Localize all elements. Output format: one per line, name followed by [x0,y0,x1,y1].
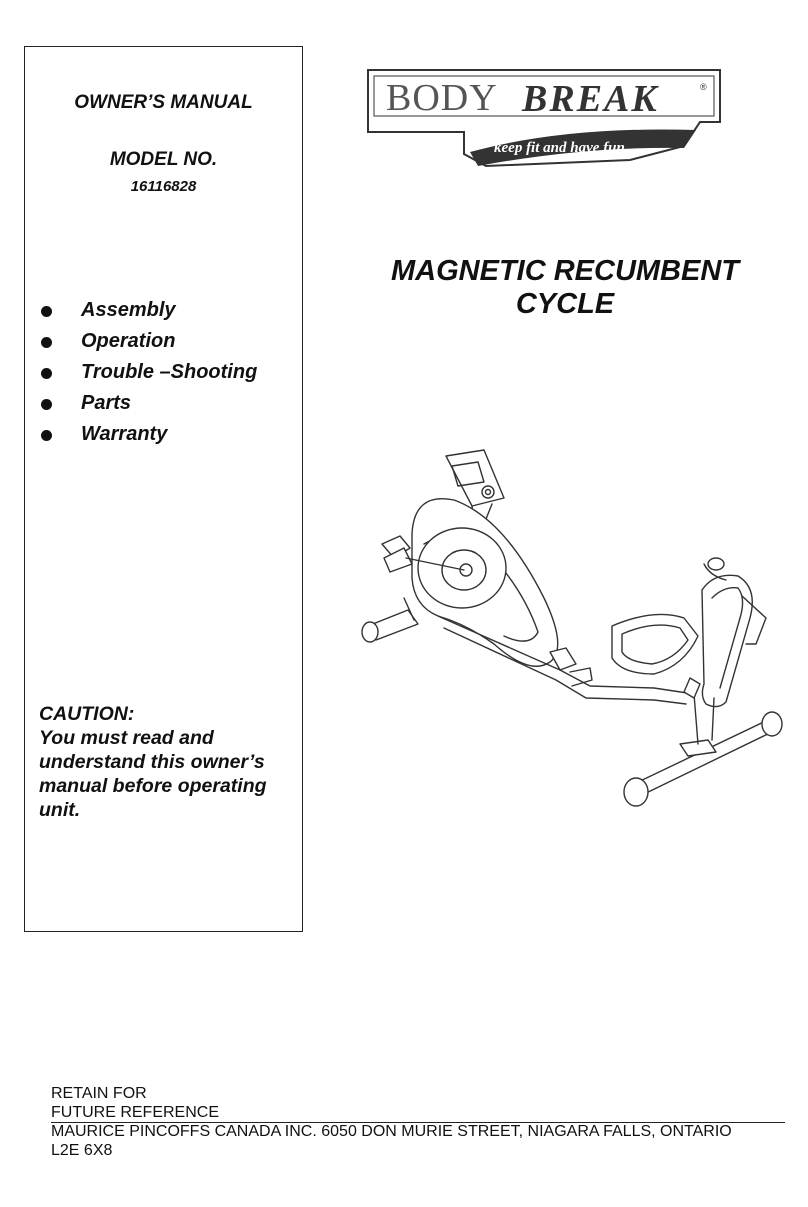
caution-notice: CAUTION: You must read and understand th… [39,702,299,822]
contents-list: Assembly Operation Trouble –Shooting Par… [39,295,257,450]
bodybreak-logo: BODY BREAK ® keep fit and have fun [367,69,721,168]
bullet-icon [41,368,52,379]
product-title: MAGNETIC RECUMBENT CYCLE [391,255,739,320]
model-number: 16116828 [130,178,197,195]
list-item: Parts [39,388,257,419]
bullet-icon [41,337,52,348]
footer: RETAIN FOR FUTURE REFERENCE MAURICE PINC… [51,1084,785,1160]
future-reference-label: FUTURE REFERENCE [51,1104,220,1121]
info-panel: OWNER’S MANUAL MODEL NO. 16116828 Assemb… [24,46,303,932]
list-item: Trouble –Shooting [39,357,257,388]
list-item: Assembly [39,295,257,326]
svg-text:BODY: BODY [386,77,498,119]
retain-label: RETAIN FOR [51,1085,147,1102]
svg-text:keep fit and have fun: keep fit and have fun [494,140,625,156]
bullet-icon [41,399,52,410]
list-item: Warranty [39,419,257,450]
caution-title: CAUTION: [39,703,135,725]
caution-text: You must read and understand this owner’… [39,727,267,821]
model-label: MODEL NO. [109,149,218,170]
recumbent-cycle-illustration [361,449,783,807]
divider [51,1122,785,1123]
bullet-icon [41,306,52,317]
svg-text:BREAK: BREAK [521,78,659,120]
postal-code: L2E 6X8 [51,1142,113,1159]
manual-title: OWNER’S MANUAL [74,92,253,113]
list-item: Operation [39,326,257,357]
company-address: MAURICE PINCOFFS CANADA INC. 6050 DON MU… [51,1123,732,1140]
svg-text:®: ® [700,82,707,92]
bullet-icon [41,430,52,441]
